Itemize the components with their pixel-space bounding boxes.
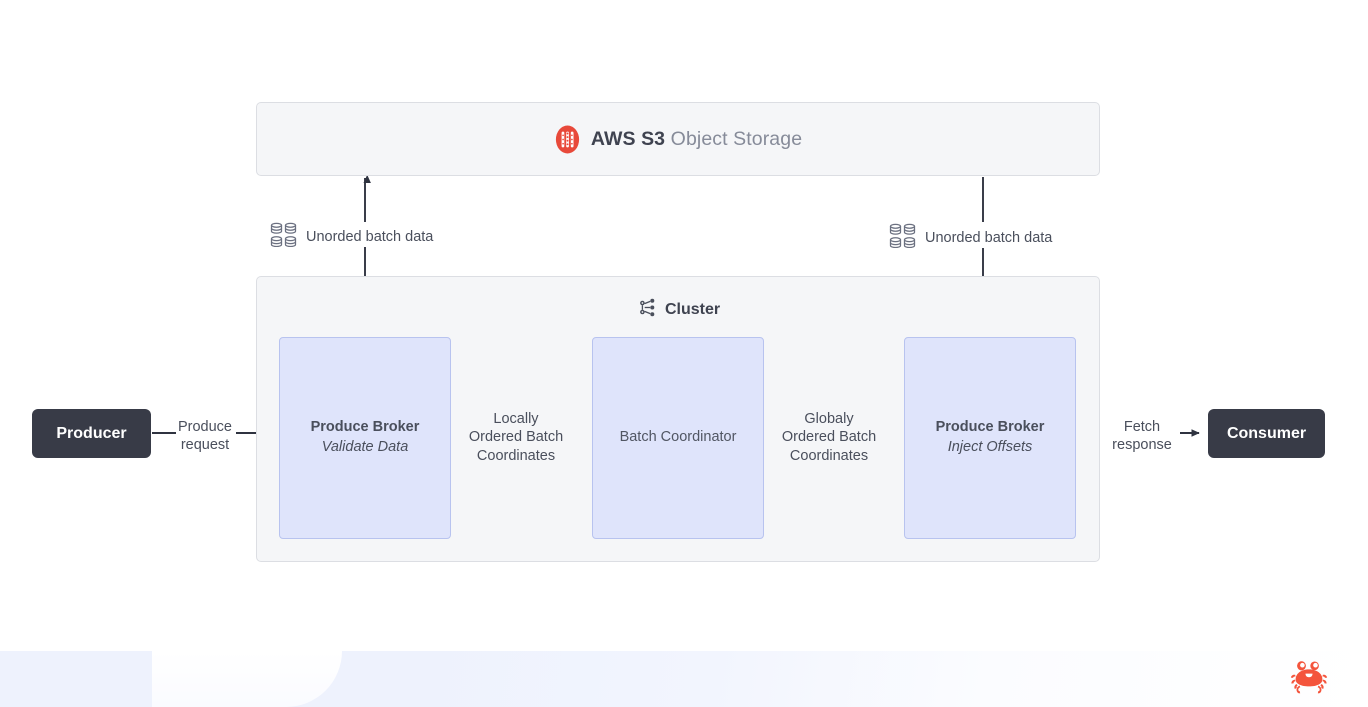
broker-title: Produce Broker bbox=[935, 419, 1045, 436]
s3-title: AWS S3 Object Storage bbox=[591, 128, 802, 151]
cluster-header: Cluster bbox=[257, 298, 1101, 322]
producer-node[interactable]: Producer bbox=[32, 409, 151, 458]
edge-label-line: Produce bbox=[177, 419, 232, 435]
s3-object-storage-container[interactable]: AWS S3 Object Storage bbox=[256, 102, 1100, 176]
edge-label-line: response bbox=[1112, 437, 1172, 454]
edge-label-line: Fetch bbox=[1123, 419, 1161, 435]
bottom-gradient-accent bbox=[152, 651, 342, 707]
cluster-network-icon bbox=[638, 298, 657, 322]
edge-label-line: Ordered Batch bbox=[781, 429, 877, 446]
s3-title-strong: AWS S3 bbox=[590, 127, 666, 150]
broker-title: Produce Broker bbox=[310, 419, 420, 436]
edge-locally-ordered: Locally Ordered Batch Coordinates bbox=[459, 410, 573, 465]
s3-title-light: Object Storage bbox=[670, 127, 803, 150]
crab-icon[interactable] bbox=[1290, 658, 1328, 694]
broker-subtitle: Validate Data bbox=[321, 439, 409, 455]
edge-label-line: Coordinates bbox=[789, 447, 869, 464]
edge-label-line: Ordered Batch bbox=[468, 429, 564, 446]
consumer-node[interactable]: Consumer bbox=[1208, 409, 1325, 458]
broker-subtitle: Inject Offsets bbox=[947, 439, 1033, 455]
edge-fetch-response: Fetch response bbox=[1104, 418, 1180, 455]
edge-label-line: request bbox=[180, 437, 230, 454]
batch-coordinator[interactable]: Batch Coordinator bbox=[592, 337, 764, 539]
edge-globaly-ordered: Globaly Ordered Batch Coordinates bbox=[772, 410, 886, 465]
producer-label: Producer bbox=[56, 424, 127, 442]
edge-unorded-download: Unorded batch data bbox=[889, 223, 1052, 253]
consumer-label: Consumer bbox=[1226, 424, 1307, 442]
storage-edge-label: Unorded batch data bbox=[925, 230, 1053, 246]
cluster-label: Cluster bbox=[664, 301, 721, 318]
edge-label-line: Coordinates bbox=[476, 447, 556, 464]
aws-s3-bucket-icon bbox=[554, 125, 581, 154]
edge-label-line: Globaly bbox=[804, 411, 854, 427]
produce-broker-inject[interactable]: Produce Broker Inject Offsets bbox=[904, 337, 1076, 539]
storage-edge-label: Unorded batch data bbox=[306, 229, 434, 245]
edge-label-line: Locally bbox=[493, 411, 539, 427]
produce-broker-validate[interactable]: Produce Broker Validate Data bbox=[279, 337, 451, 539]
database-grid-icon bbox=[270, 222, 297, 252]
edge-unorded-upload: Unorded batch data bbox=[270, 222, 433, 252]
edge-produce-request: Produce request bbox=[170, 418, 240, 455]
database-grid-icon bbox=[889, 223, 916, 253]
broker-title: Batch Coordinator bbox=[619, 429, 737, 446]
